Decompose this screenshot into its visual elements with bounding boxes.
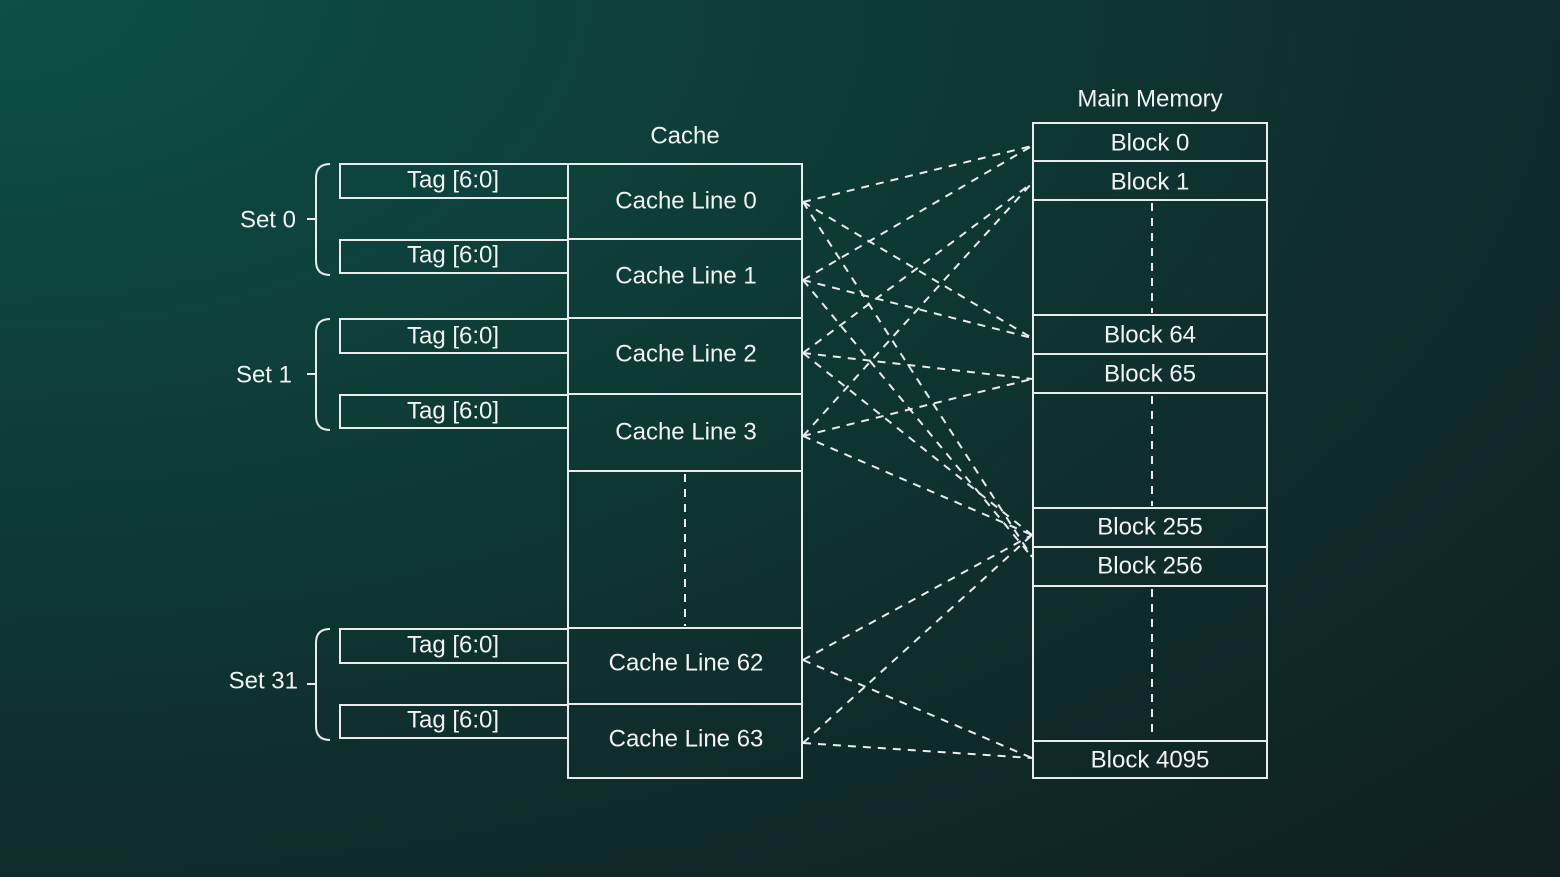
cache-line-label: Cache Line 3: [615, 419, 756, 446]
memory-block: Block 65: [1104, 361, 1196, 388]
block-label: Block 256: [1097, 553, 1202, 580]
cache-line-label: Cache Line 2: [615, 341, 756, 368]
mapping-line-3-to-block-65: [802, 378, 1033, 437]
tag-field: Tag [6:0]: [339, 318, 569, 354]
block-label: Block 255: [1097, 514, 1202, 541]
set-brace: [315, 628, 331, 741]
block-label: Block 4095: [1091, 747, 1210, 774]
tag-field: Tag [6:0]: [339, 394, 569, 429]
memory-block: Block 4095: [1091, 747, 1210, 774]
cache-line-label: Cache Line 1: [615, 263, 756, 290]
memory-column: Block 0 Block 1 Block 64 Block 65 Block …: [1032, 122, 1268, 779]
tag-label: Tag [6:0]: [407, 398, 499, 425]
tag-field: Tag [6:0]: [339, 163, 569, 199]
block-label: Block 1: [1111, 169, 1190, 196]
mapping-line-1-to-block-0: [802, 145, 1033, 281]
cache-line-label: Cache Line 62: [609, 650, 764, 677]
mapping-connections: [802, 145, 1033, 759]
cache-line: Cache Line 63: [609, 726, 764, 753]
cache-line: Cache Line 2: [615, 341, 756, 368]
tag-label: Tag [6:0]: [407, 323, 499, 350]
tag-field: Tag [6:0]: [339, 628, 569, 664]
block-label: Block 64: [1104, 322, 1196, 349]
set-brace: [315, 163, 331, 276]
mapping-line-0-to-block-0: [802, 145, 1033, 203]
tag-label: Tag [6:0]: [407, 242, 499, 269]
mapping-line-1-to-block-256: [802, 279, 1033, 558]
mapping-line-0-to-block-256: [802, 201, 1033, 558]
cache-line: Cache Line 62: [609, 650, 764, 677]
mapping-line-63-to-block-255: [802, 534, 1033, 744]
cache-line-label: Cache Line 63: [609, 726, 764, 753]
cache-column: Cache Line 0 Cache Line 1 Cache Line 2 C…: [567, 163, 803, 779]
cache-line-label: Cache Line 0: [615, 188, 756, 215]
memory-block: Block 255: [1097, 514, 1202, 541]
cache-line: Cache Line 0: [615, 188, 756, 215]
mapping-line-1-to-block-64: [802, 279, 1033, 339]
mapping-line-3-to-block-255: [802, 435, 1033, 536]
tag-field: Tag [6:0]: [339, 239, 569, 274]
memory-block: Block 64: [1104, 322, 1196, 349]
memory-block: Block 1: [1111, 169, 1190, 196]
cache-line: Cache Line 3: [615, 419, 756, 446]
set-group: Set 0: [240, 163, 331, 276]
mapping-line-62-to-block-255: [802, 534, 1033, 661]
mapping-line-62-to-block-4095: [802, 659, 1033, 759]
tag-label: Tag [6:0]: [407, 632, 499, 659]
block-label: Block 0: [1111, 130, 1190, 157]
memory-outline: [1032, 122, 1268, 779]
block-label: Block 65: [1104, 361, 1196, 388]
set-label: Set 1: [236, 362, 292, 389]
mapping-line-2-to-block-65: [802, 352, 1033, 380]
cache-title: Cache: [650, 123, 719, 150]
set-group: Set 31: [229, 628, 331, 741]
mapping-line-63-to-block-4095: [802, 742, 1033, 759]
set-group: Set 1: [236, 318, 331, 431]
tag-label: Tag [6:0]: [407, 167, 499, 194]
tag-column: Tag [6:0] Tag [6:0] Tag [6:0] Tag [6:0] …: [339, 163, 569, 739]
cache-line: Cache Line 1: [615, 263, 756, 290]
set-label: Set 31: [229, 668, 298, 695]
mapping-line-2-to-block-1: [802, 182, 1033, 354]
mapping-line-3-to-block-1: [802, 182, 1033, 437]
set-brace: [315, 318, 331, 431]
tag-label: Tag [6:0]: [407, 707, 499, 734]
main-memory-title: Main Memory: [1077, 86, 1222, 113]
memory-block: Block 256: [1097, 553, 1202, 580]
memory-block: Block 0: [1111, 130, 1190, 157]
set-label: Set 0: [240, 207, 296, 234]
tag-field: Tag [6:0]: [339, 704, 569, 739]
mapping-line-2-to-block-255: [802, 352, 1033, 536]
